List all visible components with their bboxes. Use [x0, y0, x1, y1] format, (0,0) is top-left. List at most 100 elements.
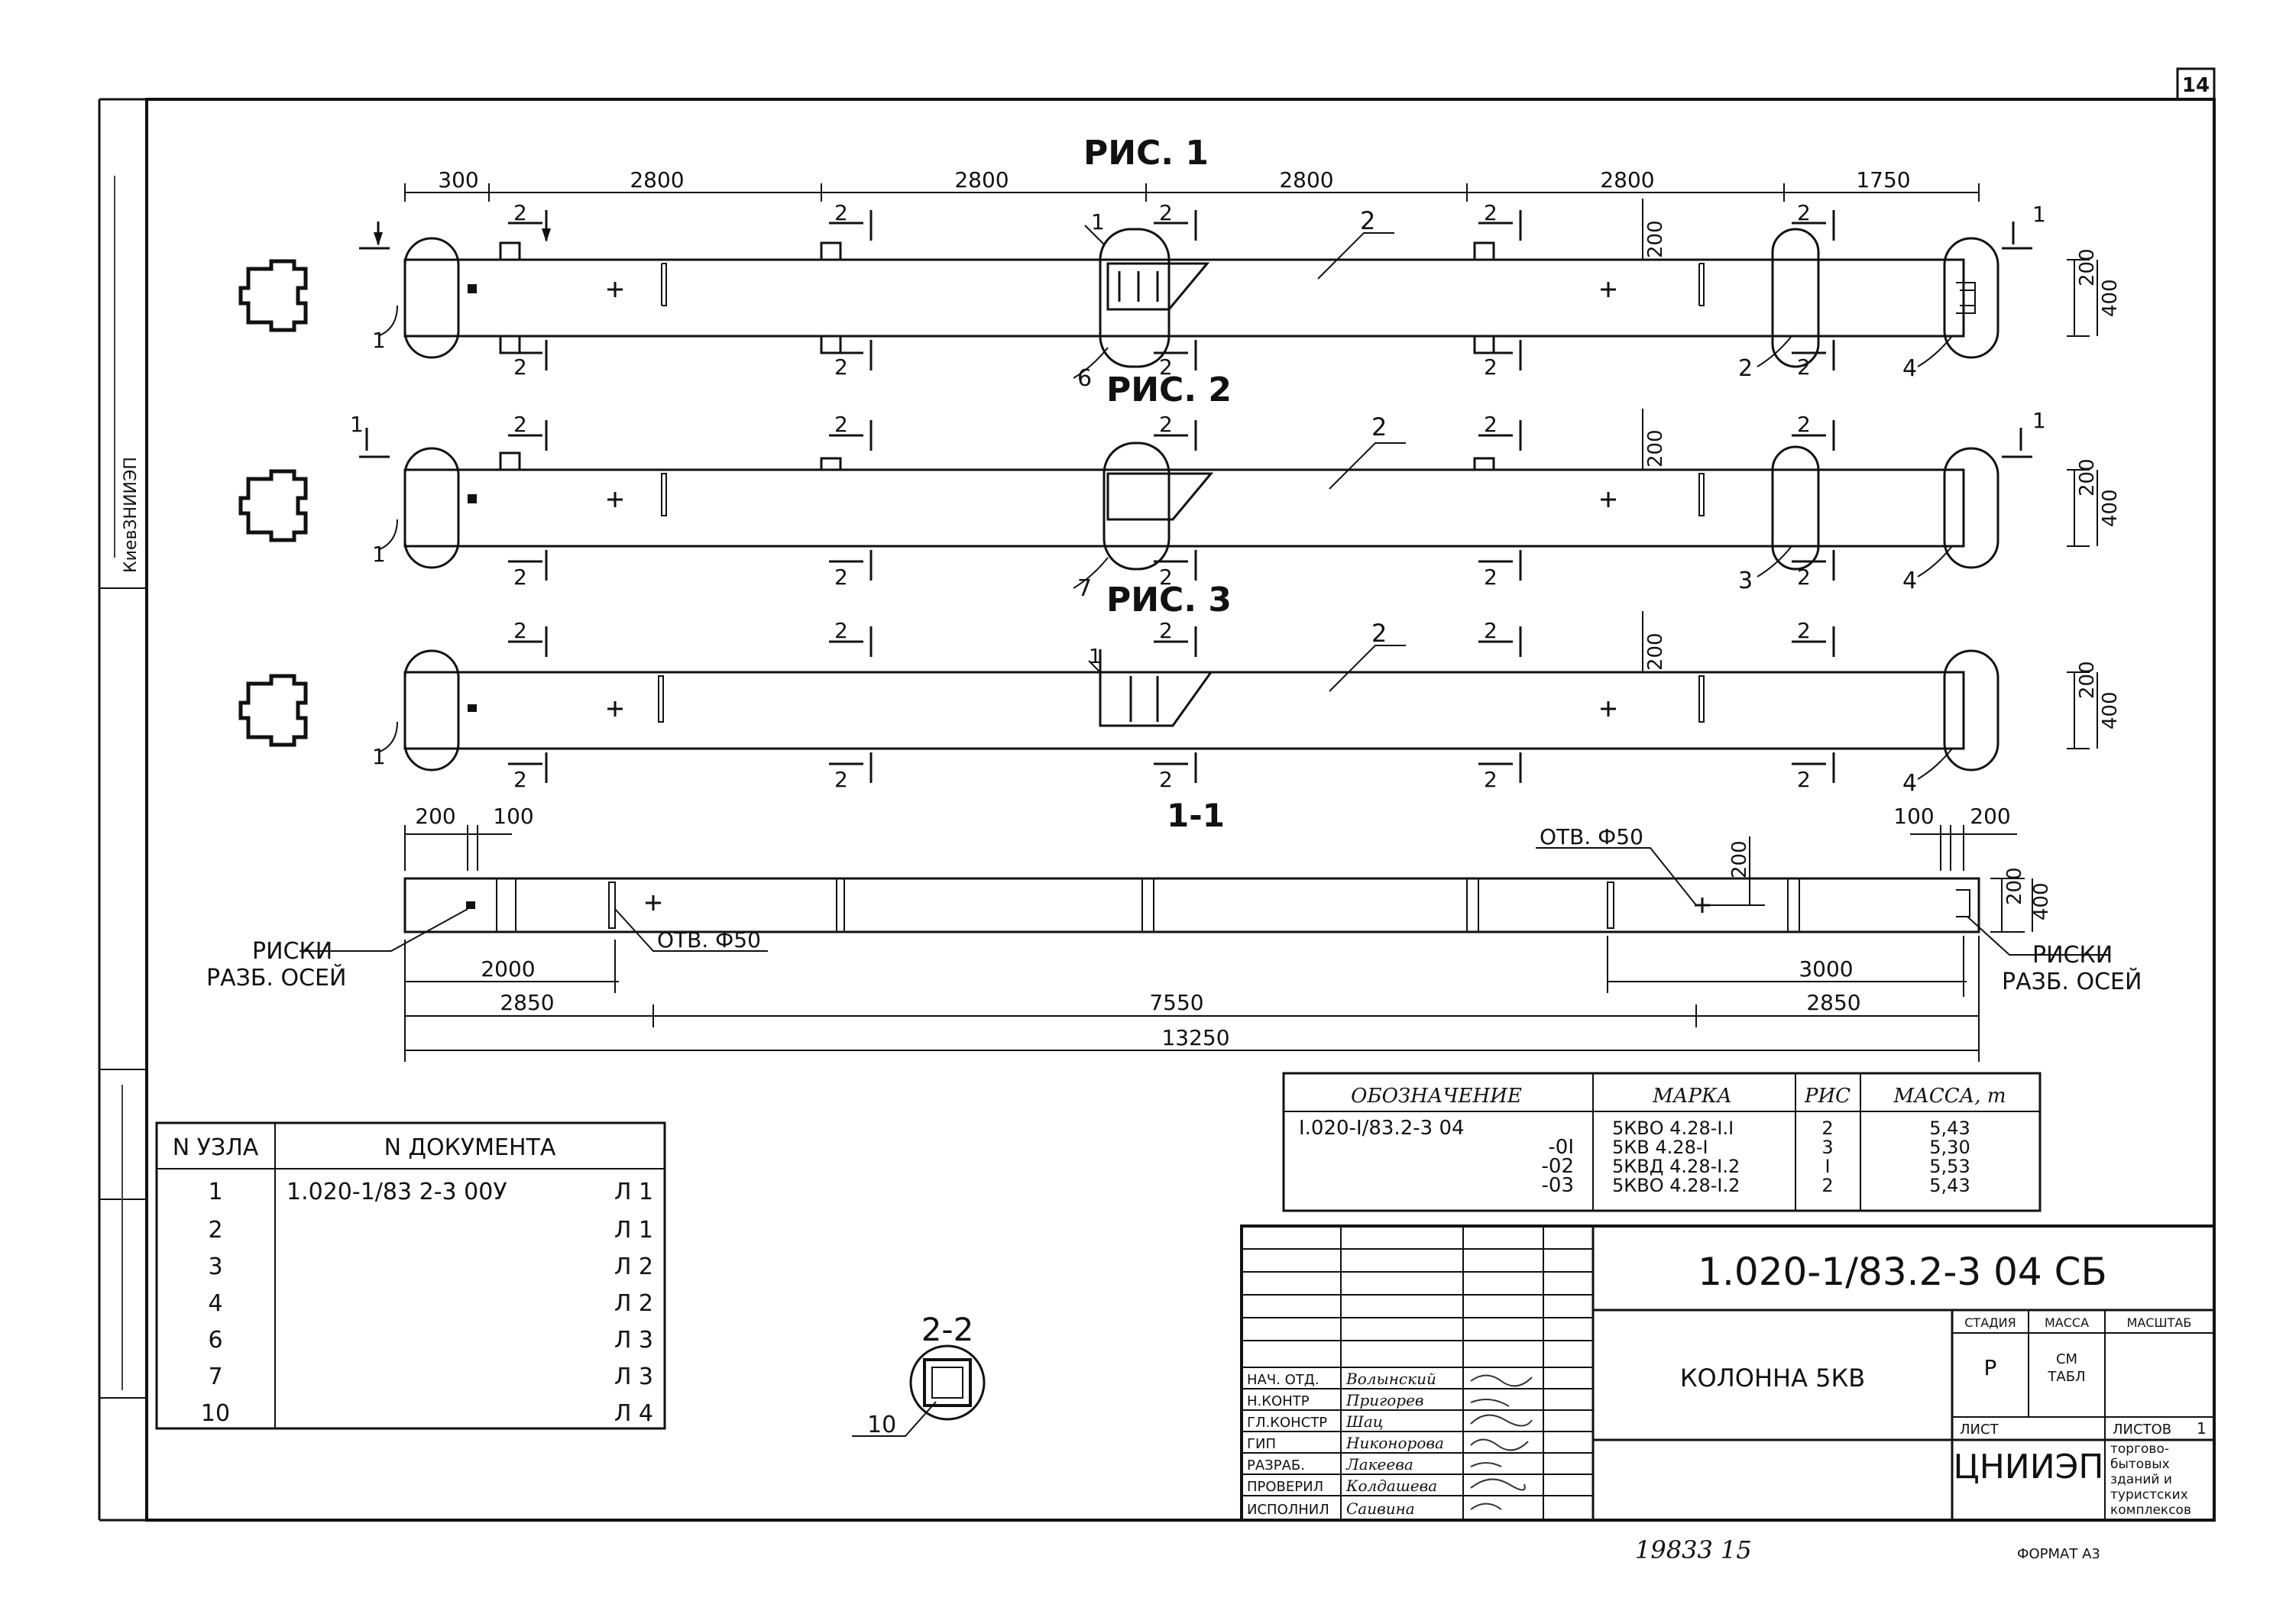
org-desc-3: зданий и	[2110, 1472, 2172, 1487]
person-7: Саивина	[1346, 1499, 1415, 1518]
org-name: ЦНИИЭП	[1954, 1448, 2104, 1487]
org-desc-5: комплексов	[2110, 1503, 2191, 1518]
sec11-risk-leader-left	[300, 908, 468, 952]
nodes-header-node: N УЗЛА	[173, 1134, 259, 1161]
fig2-label-3: 3	[1738, 568, 1753, 594]
sheets-value: 1	[2197, 1419, 2207, 1438]
fig2-d200a: 200	[1644, 429, 1667, 467]
fig2-sec-2f: 2	[1159, 565, 1173, 590]
fig1-risk-mark	[468, 284, 477, 293]
inventory-number: 19833 15	[1635, 1535, 1752, 1564]
fig2-sec-2d: 2	[834, 565, 848, 590]
spec-header-mark: МАРКА	[1652, 1085, 1732, 1108]
fig3-node1-right	[1943, 649, 1999, 772]
section-2-2: 2-2 10	[852, 1311, 986, 1438]
stage-value: Р	[1984, 1355, 1997, 1380]
spec-row3-designation: -02	[1542, 1155, 1574, 1178]
nodes-row7-sheet: Л 4	[614, 1400, 653, 1427]
fig2-cut-1-right: 1	[2032, 408, 2046, 433]
role-3: ГЛ.КОНСТР	[1247, 1415, 1327, 1431]
fig1-cut1-right	[2002, 222, 2032, 250]
fig1-d200a: 200	[1644, 220, 1667, 258]
sheets-label: ЛИСТОВ	[2113, 1422, 2171, 1438]
fig3-center-cross	[607, 701, 1616, 717]
fig1-sec-2j: 2	[1797, 354, 1811, 380]
role-5: РАЗРАБ.	[1247, 1457, 1305, 1474]
fig3-brace	[1099, 649, 1213, 727]
fig1-sec-2b: 2	[513, 354, 527, 380]
fig3-label-1: 1	[372, 744, 386, 769]
fig1-end-detail	[1956, 282, 1976, 314]
sec11-2850-left: 2850	[500, 990, 554, 1015]
spec-row4-mark: 5КВО 4.28-I.2	[1612, 1175, 1740, 1196]
fig1-sec-2e: 2	[1159, 200, 1173, 225]
spec-row2-mark: 5КВ 4.28-I	[1612, 1137, 1708, 1158]
fig1-label-4: 4	[1902, 355, 1917, 382]
spec-row3-mark: 5КВД 4.28-I.2	[1612, 1156, 1740, 1177]
title-block: НАЧ. ОТД. Волынский Н.КОНТР Пригорев ГЛ.…	[1240, 1224, 2216, 1522]
spec-row1-mark: 5КВО 4.28-I.I	[1612, 1118, 1734, 1139]
spec-header-designation: ОБОЗНАЧЕНИЕ	[1351, 1085, 1522, 1108]
fig2-sec-2i: 2	[1797, 412, 1811, 437]
spec-header-fig: РИС	[1804, 1085, 1850, 1108]
nodes-row6-sheet: Л 3	[614, 1364, 653, 1390]
sec11-3000: 3000	[1799, 956, 1853, 982]
sec11-d400-side: 400	[2030, 882, 2053, 920]
fig1-d400: 400	[2099, 279, 2122, 317]
fig3-sec-2d: 2	[834, 767, 848, 792]
fig3-sec-2g: 2	[1484, 618, 1498, 643]
spec-row4-designation: -03	[1542, 1174, 1574, 1197]
role-2: Н.КОНТР	[1247, 1393, 1310, 1409]
fig2-label-1: 1	[372, 542, 386, 567]
fig2-d200b: 200	[2076, 458, 2099, 497]
fig3-label-4: 4	[1902, 770, 1917, 797]
fig2-sec-2h: 2	[1484, 565, 1498, 590]
mass-value-1: СМ	[2056, 1351, 2077, 1367]
sec11-d200-left: 200	[415, 804, 455, 829]
nodes-row3-node: 3	[208, 1254, 222, 1280]
fig2-sec-2b: 2	[513, 565, 527, 590]
fig1-dim-2800d: 2800	[1600, 167, 1654, 192]
figure-3: РИС. 3 2 2 2 2 2 2 2 2 2 2 1 1 2 4 200 2…	[238, 581, 2122, 797]
fig1-section-marks	[508, 210, 1835, 370]
sec11-dim-total	[404, 1039, 1980, 1062]
fig2-node7	[1103, 442, 1171, 571]
fig2-column	[403, 468, 1965, 548]
fig1-label-2: 2	[1360, 206, 1375, 235]
role-7: ИСПОЛНИЛ	[1247, 1502, 1329, 1518]
sec11-hole-label-right: ОТВ. Ф50	[1540, 824, 1643, 849]
person-1: Волынский	[1345, 1370, 1436, 1388]
figure-1: РИС. 1 300 2800 2800 2800 2800 1750	[238, 134, 2122, 392]
sec11-topdim-left	[404, 825, 512, 871]
fig1-dim-200	[1642, 199, 1677, 260]
sec11-13250: 13250	[1161, 1025, 1229, 1050]
stage-header: СТАДИЯ	[1964, 1315, 2016, 1330]
fig2-sec-2a: 2	[513, 412, 527, 437]
nodes-row4-sheet: Л 2	[614, 1290, 653, 1317]
fig2-d400: 400	[2099, 489, 2122, 527]
sec11-d100-left: 100	[493, 804, 533, 829]
sec22-title: 2-2	[921, 1311, 974, 1348]
spec-row1-designation: I.020-I/83.2-3 04	[1299, 1117, 1465, 1140]
fig1-title: РИС. 1	[1083, 134, 1209, 173]
fig3-title: РИС. 3	[1106, 581, 1232, 620]
fig2-node1-right	[1943, 447, 1999, 569]
fig3-label-2: 2	[1371, 619, 1387, 648]
person-3: Шац	[1345, 1412, 1384, 1431]
fig3-joint-marks	[658, 675, 1705, 723]
sec11-dim200-hole	[1708, 836, 1765, 906]
fig2-label-2: 2	[1371, 412, 1387, 442]
fig3-section-marks	[508, 626, 1835, 783]
fig1-dim-1750: 1750	[1856, 167, 1910, 192]
role-4: ГИП	[1247, 1436, 1276, 1452]
fig2-cut-1-left: 1	[350, 412, 364, 437]
nodes-row2-node: 2	[208, 1217, 222, 1244]
spec-row2-designation: -0I	[1548, 1136, 1574, 1159]
fig1-xsec-icon	[238, 259, 308, 332]
nodes-row7-node: 10	[201, 1400, 230, 1427]
fig1-dim-2800b: 2800	[954, 167, 1009, 192]
fig2-sec-2c: 2	[834, 412, 848, 437]
fig3-sec-2h: 2	[1484, 767, 1498, 792]
fig1-column	[403, 258, 1965, 338]
fig1-brace	[1106, 262, 1210, 311]
